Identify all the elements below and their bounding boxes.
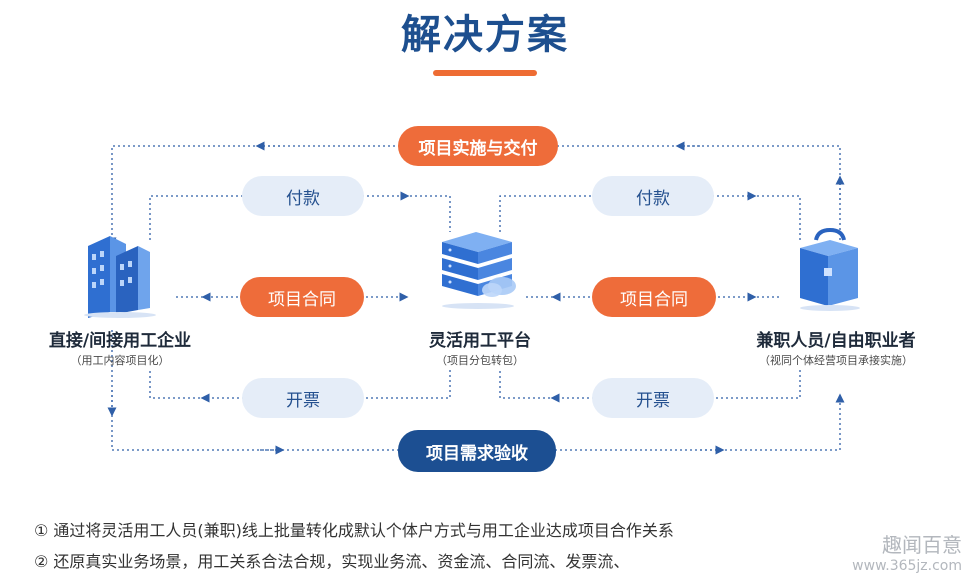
left-node-label: 直接/间接用工企业 bbox=[48, 331, 192, 351]
server-cloud-icon bbox=[442, 232, 516, 309]
center-node-sub: （项目分包转包） bbox=[436, 354, 524, 367]
left-pay-pill: 付款 bbox=[242, 176, 364, 216]
watermark: 趣闻百意 www.365jz.com bbox=[852, 529, 962, 574]
center-node-label: 灵活用工平台 bbox=[429, 331, 531, 351]
watermark-line-1: 趣闻百意 bbox=[882, 533, 962, 557]
left-contract-pill: 项目合同 bbox=[240, 277, 364, 317]
watermark-line-2: www.365jz.com bbox=[852, 558, 962, 574]
right-pay-pill: 付款 bbox=[592, 176, 714, 216]
bottom-flow-line bbox=[111, 330, 400, 451]
note-1: ① 通过将灵活用工人员(兼职)线上批量转化成默认个体户方式与用工企业达成项目合作… bbox=[34, 521, 674, 540]
notes: ① 通过将灵活用工人员(兼职)线上批量转化成默认个体户方式与用工企业达成项目合作… bbox=[34, 515, 674, 577]
right-invoice-line bbox=[712, 370, 801, 399]
office-building-icon bbox=[84, 236, 156, 318]
top-flow-pill: 项目实施与交付 bbox=[398, 126, 558, 166]
right-contract-pill: 项目合同 bbox=[592, 277, 716, 317]
left-node-sub: （用工内容项目化） bbox=[70, 354, 170, 367]
left-invoice-line bbox=[362, 370, 451, 399]
right-node-label: 兼职人员/自由职业者 bbox=[756, 331, 916, 351]
right-invoice-pill: 开票 bbox=[592, 378, 714, 418]
bottom-flow-pill: 项目需求验收 bbox=[398, 430, 556, 472]
title-underline bbox=[433, 70, 537, 76]
page-title: 解决方案 bbox=[401, 12, 569, 58]
briefcase-icon bbox=[800, 227, 860, 311]
left-invoice-pill: 开票 bbox=[242, 378, 364, 418]
left-pay-line bbox=[149, 195, 244, 240]
right-node-sub: （视同个体经营项目承接实施） bbox=[759, 354, 913, 367]
right-pay-line bbox=[499, 195, 594, 232]
note-2: ② 还原真实业务场景，用工关系合法合规，实现业务流、资金流、合同流、发票流、 bbox=[34, 552, 630, 571]
